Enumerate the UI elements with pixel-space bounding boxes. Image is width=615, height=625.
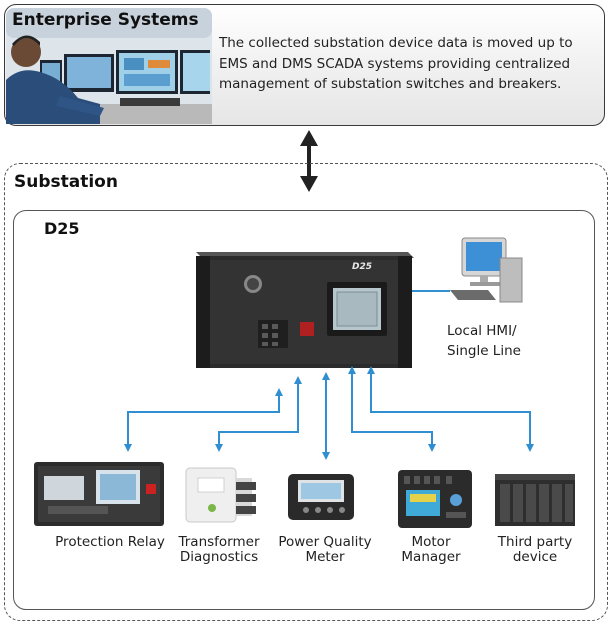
- protection-relay-image: [34, 462, 164, 526]
- d25-title: D25: [44, 219, 80, 238]
- enterprise-systems-description: The collected substation device data is …: [219, 35, 573, 92]
- local-hmi-label: Local HMI/ Single Line: [447, 323, 521, 359]
- protection-relay-label: Protection Relay: [55, 534, 165, 550]
- transformer-diagnostics-image: [185, 467, 256, 523]
- operator-workstation-photo: [6, 8, 212, 124]
- motor-manager-label: Motor Manager: [401, 534, 461, 565]
- enterprise-link-arrow: [300, 130, 318, 192]
- power-quality-meter-image: [288, 474, 354, 520]
- local-hmi-computer-image: [412, 237, 523, 303]
- motor-manager-image: [398, 470, 472, 528]
- connection-arrowheads: [124, 366, 534, 460]
- substation-title: Substation: [14, 172, 118, 192]
- third-party-device-image: [495, 474, 575, 526]
- third-party-device-label: Third party device: [497, 534, 573, 565]
- enterprise-systems-title: Enterprise Systems: [12, 10, 199, 30]
- d25-panel-brand-text: D25: [352, 262, 372, 272]
- device-connections: [127, 370, 531, 456]
- power-quality-meter-label: Power Quality Meter: [278, 534, 372, 565]
- transformer-diagnostics-label: Transformer Diagnostics: [178, 534, 260, 565]
- substation-panel: [4, 163, 608, 621]
- d25-panel: [13, 210, 595, 610]
- d25-controller-image: [196, 252, 414, 368]
